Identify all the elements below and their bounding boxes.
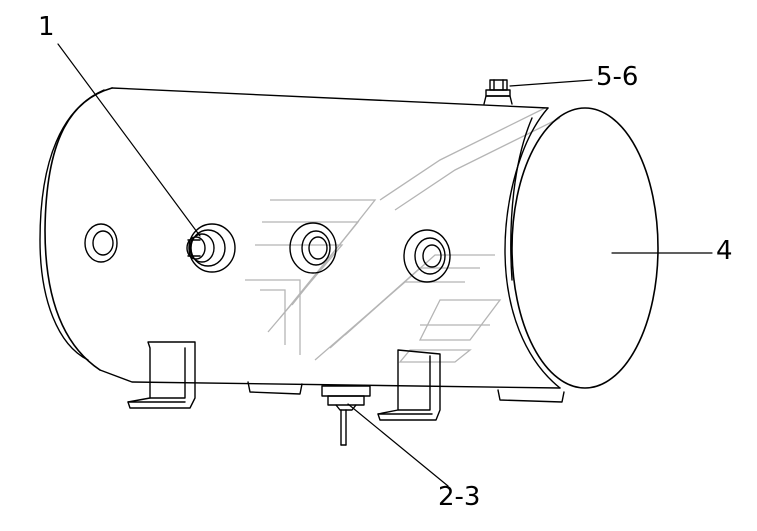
saddle-left [247,381,303,395]
fitting-1 [186,223,236,273]
callout-part-1: 1 [38,12,55,42]
callout-part-5-6: 5-6 [596,62,639,92]
port-right [403,229,451,283]
leader-1 [57,43,201,237]
top-plug [483,79,513,105]
callout-part-2-3: 2-3 [438,482,481,512]
tank-top-edge [111,87,549,109]
drain-valve [321,385,371,446]
saddle-right [497,389,565,403]
port-middle [289,222,337,274]
tank-bottom-edge [99,369,561,389]
leader-2-3 [347,403,449,487]
tank-left-dome [44,87,113,371]
callout-part-4: 4 [716,236,733,266]
bracket-right [377,349,441,421]
port-left [84,223,118,263]
tank-end-cap [511,107,659,389]
bracket-left [127,341,196,409]
leader-5-6 [509,79,593,87]
tank-linework [39,43,713,487]
